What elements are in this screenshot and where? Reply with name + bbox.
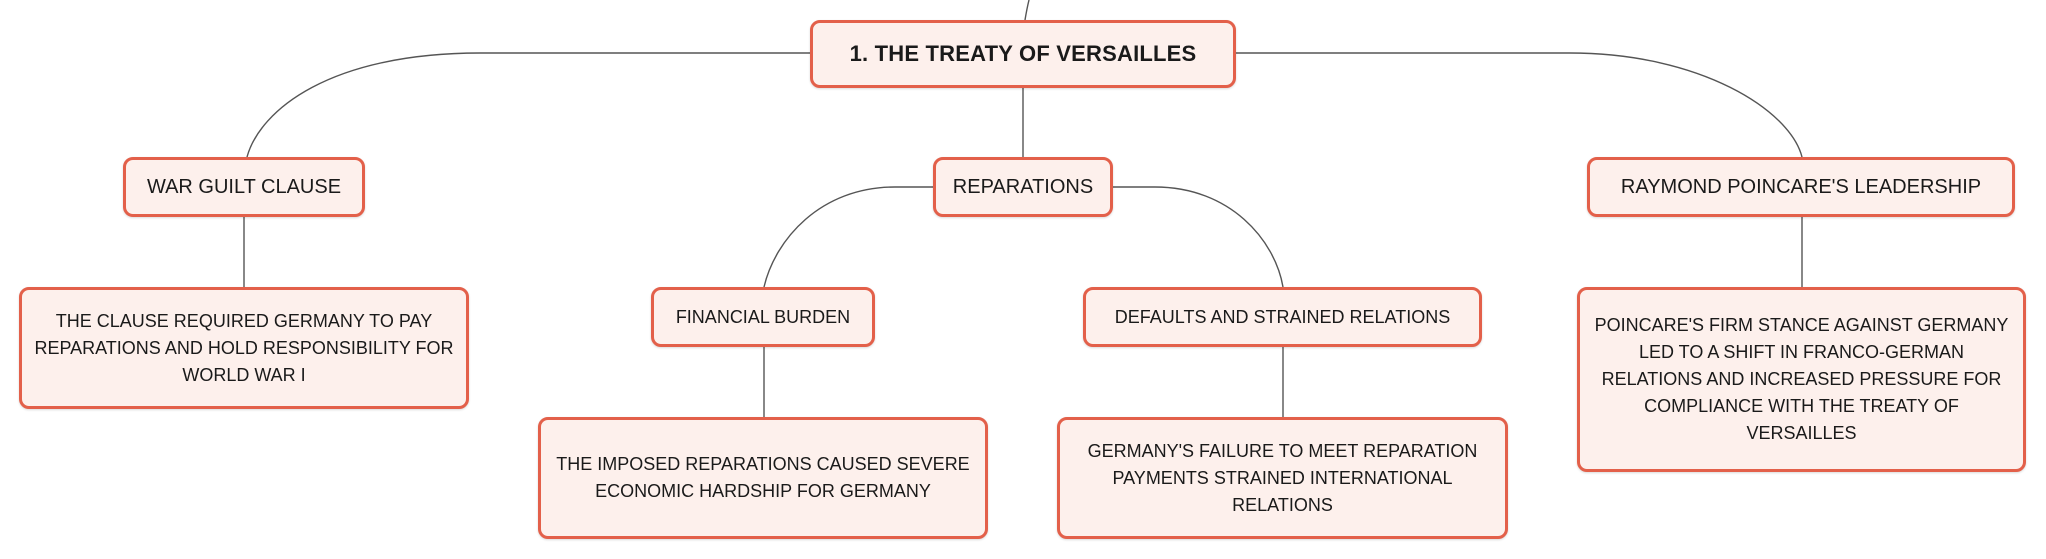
root-node[interactable]: 1. THE TREATY OF VERSAILLES: [810, 20, 1236, 88]
sub-node-label: DEFAULTS AND STRAINED RELATIONS: [1114, 306, 1451, 327]
sub-node-label: FINANCIAL BURDEN: [675, 306, 851, 327]
detail-node-war-guilt-clause[interactable]: THE CLAUSE REQUIRED GERMANY TO PAY REPAR…: [19, 287, 469, 409]
connector-reparations-financial: [763, 186, 933, 288]
branch-node-label: REPARATIONS: [952, 175, 1094, 198]
branch-node-reparations[interactable]: REPARATIONS: [933, 157, 1113, 217]
detail-node-text: POINCARE'S FIRM STANCE AGAINST GERMANY L…: [1594, 315, 2009, 443]
detail-node-text: THE CLAUSE REQUIRED GERMANY TO PAY REPAR…: [34, 310, 454, 385]
detail-node-text: GERMANY'S FAILURE TO MEET REPARATION PAY…: [1087, 440, 1478, 515]
branch-node-label: RAYMOND POINCARE'S LEADERSHIP: [1620, 175, 1982, 198]
branch-node-war-guilt-clause[interactable]: WAR GUILT CLAUSE: [123, 157, 365, 217]
connector-root-war-guilt: [246, 52, 810, 158]
branch-node-label: WAR GUILT CLAUSE: [146, 175, 342, 198]
root-node-label: 1. THE TREATY OF VERSAILLES: [849, 41, 1197, 66]
branch-node-poincare-leadership[interactable]: RAYMOND POINCARE'S LEADERSHIP: [1587, 157, 2015, 217]
connector-root-poincare: [1236, 52, 1803, 158]
detail-node-poincare-leadership[interactable]: POINCARE'S FIRM STANCE AGAINST GERMANY L…: [1577, 287, 2026, 472]
sub-node-financial-burden[interactable]: FINANCIAL BURDEN: [651, 287, 875, 347]
detail-node-financial-burden[interactable]: THE IMPOSED REPARATIONS CAUSED SEVERE EC…: [538, 417, 988, 539]
connector-reparations-defaults: [1113, 186, 1284, 288]
sub-node-defaults-strained-relations[interactable]: DEFAULTS AND STRAINED RELATIONS: [1083, 287, 1482, 347]
detail-node-text: THE IMPOSED REPARATIONS CAUSED SEVERE EC…: [556, 454, 970, 501]
connector-root-parent: [1024, 0, 1030, 21]
detail-node-defaults-strained-relations[interactable]: GERMANY'S FAILURE TO MEET REPARATION PAY…: [1057, 417, 1508, 539]
